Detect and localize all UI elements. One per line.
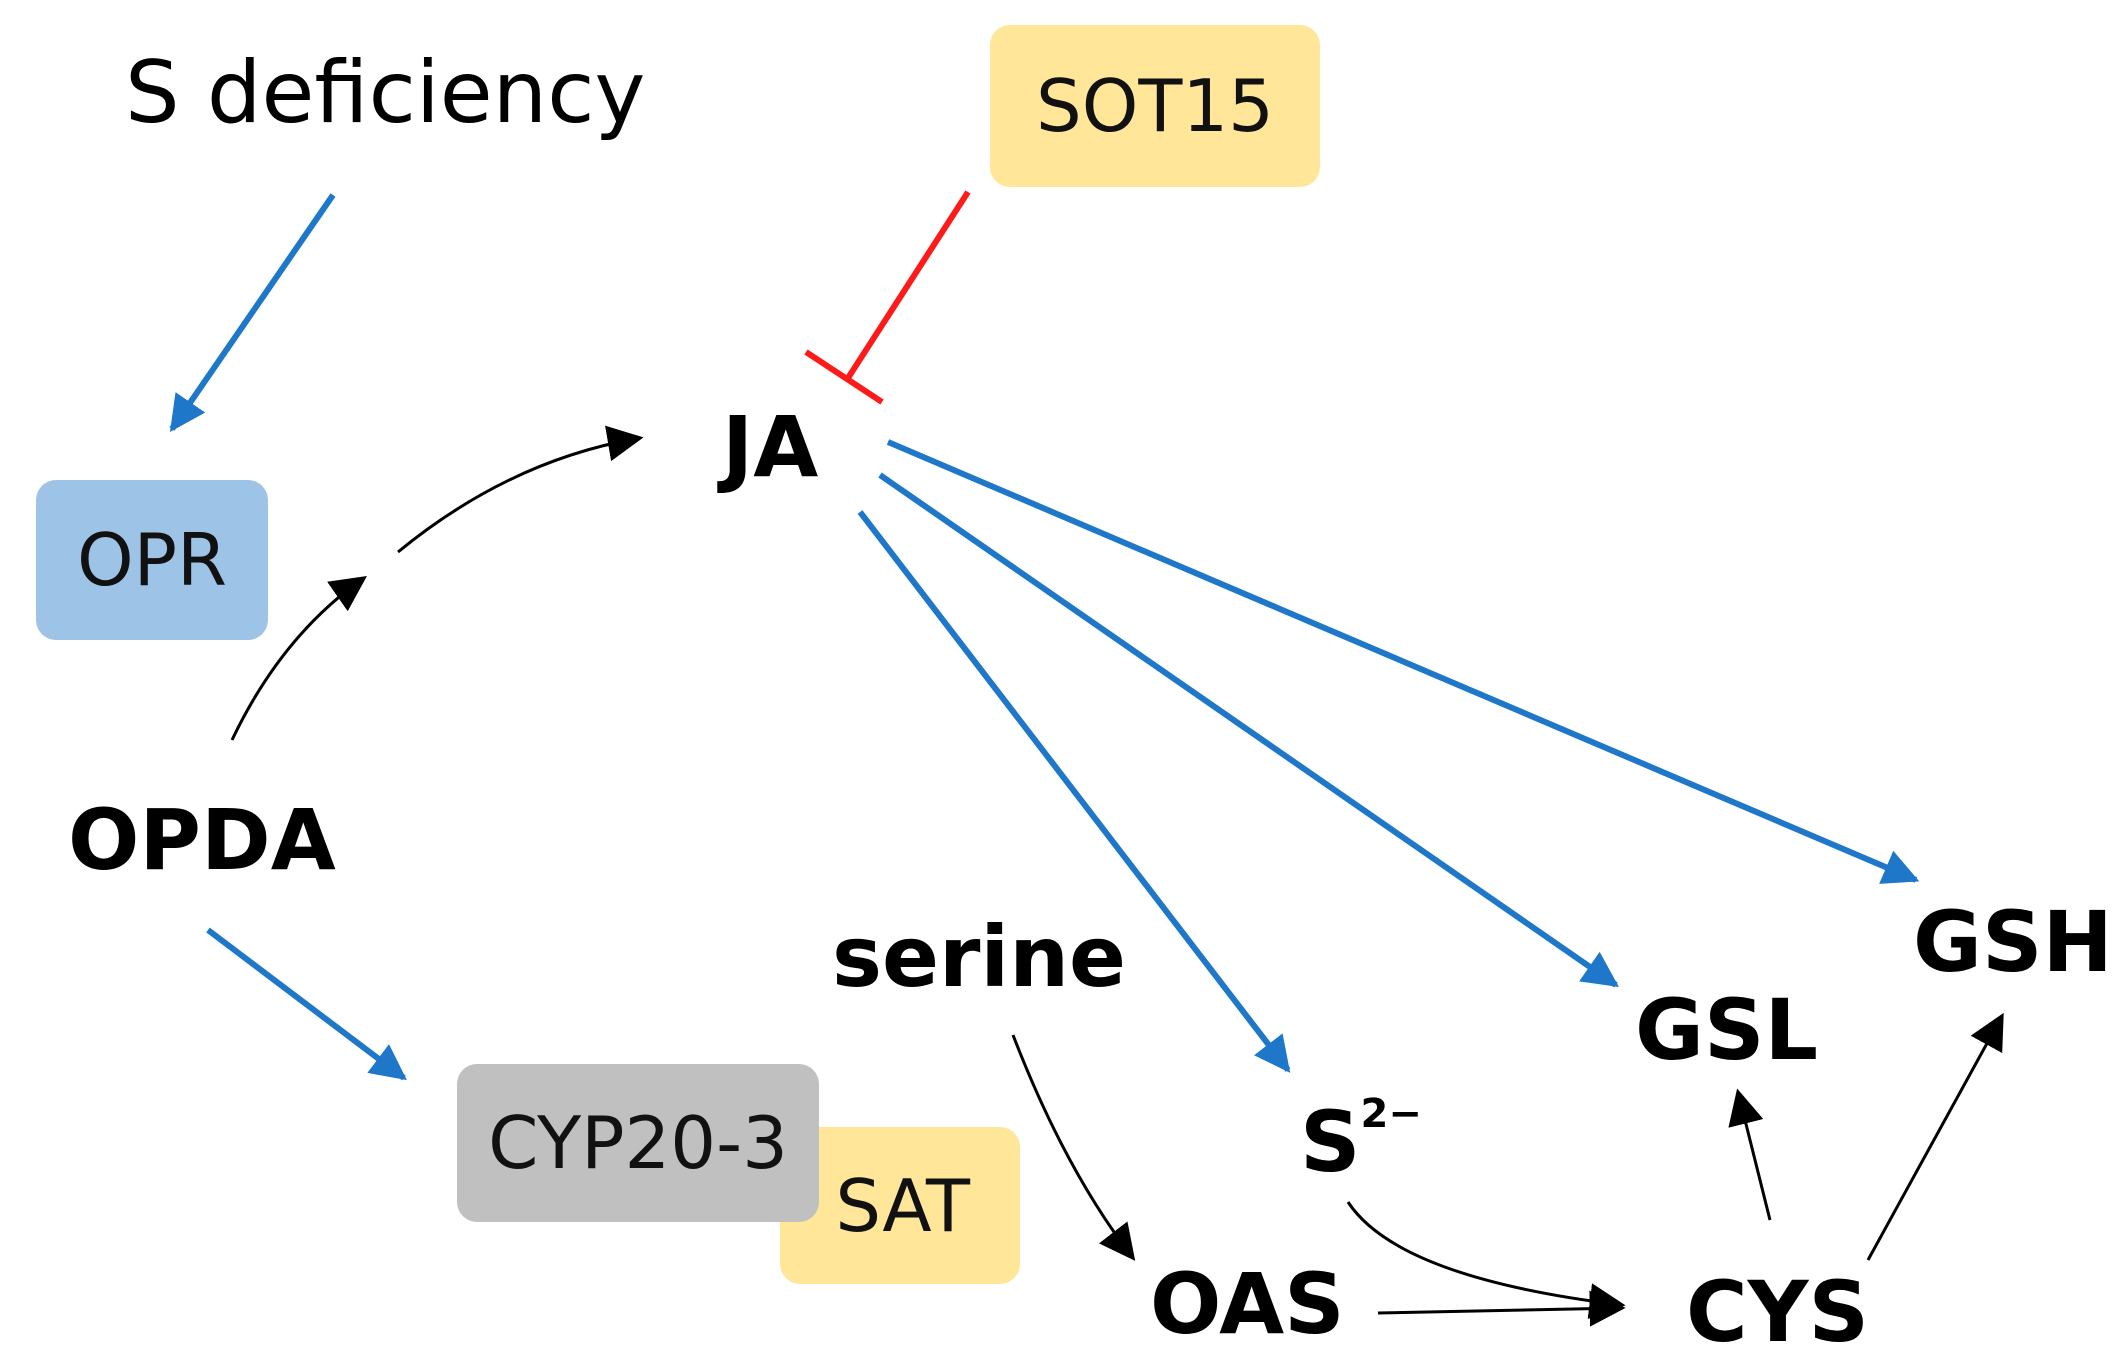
edge-sdef-to-opr	[169, 193, 336, 432]
s-deficiency-label: S deficiency	[125, 43, 646, 143]
sat-label: SAT	[835, 1163, 970, 1248]
cyp20-3-box: CYP20-3	[457, 1064, 819, 1222]
gsl-label: GSL	[1635, 981, 1818, 1079]
edge-ja-to-gsl	[878, 472, 1619, 988]
ja-label: JA	[722, 398, 819, 496]
sat-box: SAT	[780, 1127, 1020, 1284]
edge-oas-to-cys	[1377, 1290, 1626, 1327]
edge-ja-to-s2	[857, 510, 1291, 1073]
cys-label: CYS	[1686, 1263, 1869, 1361]
edge-sot15-inhibits-ja	[845, 190, 971, 380]
sot15-label: SOT15	[1036, 64, 1274, 148]
serine-label: serine	[832, 908, 1126, 1006]
opr-box: OPR	[36, 480, 268, 640]
opda-label: OPDA	[68, 791, 336, 889]
sulfide-label: S2−	[1300, 1094, 1422, 1184]
edge-opda-to-ja-lower	[230, 575, 367, 741]
edge-cys-to-gsl	[1728, 1088, 1772, 1221]
gsh-label: GSH	[1913, 893, 2113, 991]
edge-opda-to-ja-upper	[397, 425, 644, 554]
oas-label: OAS	[1150, 1255, 1345, 1353]
sulfide-charge: 2−	[1360, 1091, 1422, 1137]
edge-opda-to-cyp20-3	[206, 927, 407, 1081]
edge-s2-to-cys	[1346, 1201, 1626, 1319]
sot15-box: SOT15	[990, 25, 1320, 187]
opr-label: OPR	[76, 518, 228, 602]
cyp20-3-label: CYP20-3	[488, 1101, 788, 1185]
inhibition-bar	[804, 349, 884, 405]
sulfide-symbol: S	[1300, 1093, 1361, 1191]
edge-cys-to-gsh	[1866, 1012, 2004, 1261]
edge-serine-to-oas	[1011, 1034, 1136, 1261]
edge-ja-to-gsh	[886, 439, 1920, 884]
